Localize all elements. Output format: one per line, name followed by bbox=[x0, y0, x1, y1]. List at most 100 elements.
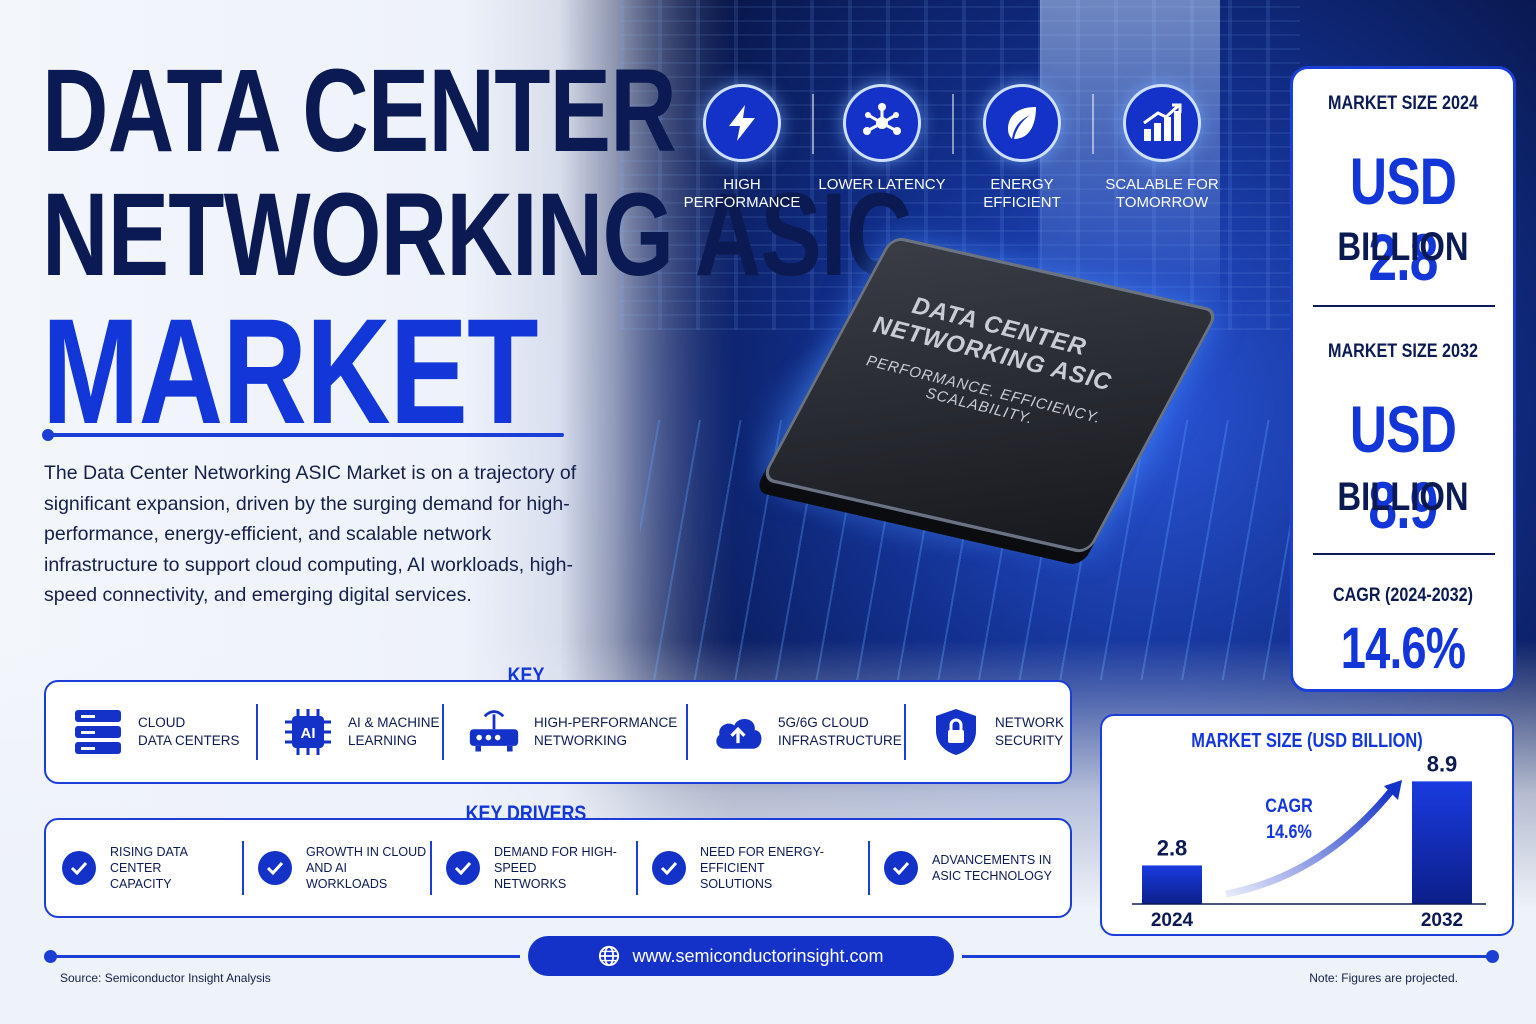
driver-label-line-1: NEED FOR ENERGY-EFFICIENT bbox=[700, 845, 824, 875]
growth-chart-icon bbox=[1123, 84, 1201, 162]
driver-label-line-1: GROWTH IN CLOUD bbox=[306, 845, 427, 859]
checkmark-icon bbox=[446, 851, 480, 885]
asic-chip-illustration: DATA CENTER NETWORKING ASIC PERFORMANCE.… bbox=[700, 235, 1220, 590]
website-link[interactable]: www.semiconductorinsight.com bbox=[528, 936, 954, 976]
website-url: www.semiconductorinsight.com bbox=[632, 945, 884, 966]
chart-annotation-line-1: CAGR bbox=[1265, 795, 1313, 817]
leaf-icon bbox=[983, 84, 1061, 162]
key-applications-box: CLOUD DATA CENTERS AI AI & MACHINE LEARNIN… bbox=[44, 680, 1072, 784]
application-label-line-2: DATA CENTERS bbox=[138, 733, 240, 748]
cagr-value: 14.6% bbox=[1340, 616, 1466, 681]
checkmark-icon bbox=[62, 851, 96, 885]
feature-scalable: SCALABLE FOR TOMORROW bbox=[1092, 84, 1232, 214]
application-label: NETWORK SECURITY bbox=[995, 714, 1064, 750]
cagr-label: CAGR (2024-2032) bbox=[1332, 585, 1474, 606]
driver-label: ADVANCEMENTS IN ASIC TECHNOLOGY bbox=[932, 852, 1052, 884]
market-size-2032-unit: BILLION bbox=[1337, 475, 1469, 519]
title-line-2: NETWORKING ASIC bbox=[42, 169, 912, 301]
application-label-line-1: CLOUD bbox=[138, 715, 186, 730]
market-size-2024-value: USD 2.8 bbox=[1349, 144, 1457, 294]
page-title: DATA CENTER NETWORKING ASIC MARKET bbox=[42, 45, 912, 455]
driver-label-line-2: SOLUTIONS bbox=[700, 877, 773, 891]
chart-annotation-line-2: 14.6% bbox=[1266, 821, 1312, 843]
feature-row: HIGH PERFORMANCE LOWER LATENCY ENERGY EF… bbox=[672, 84, 1232, 214]
chart-bar-2032 bbox=[1412, 781, 1472, 904]
ai-chip-icon: AI bbox=[282, 706, 334, 758]
application-label: AI & MACHINE LEARNING bbox=[348, 714, 440, 750]
driver-item: GROWTH IN CLOUD AND AI WORKLOADS bbox=[242, 837, 430, 899]
driver-label: GROWTH IN CLOUD AND AI WORKLOADS bbox=[306, 844, 430, 892]
cloud-upload-icon bbox=[712, 706, 764, 758]
svg-text:AI: AI bbox=[301, 725, 316, 742]
source-note: Source: Semiconductor Insight Analysis bbox=[60, 971, 271, 985]
server-stack-icon bbox=[72, 706, 124, 758]
feature-energy-efficient: ENERGY EFFICIENT bbox=[952, 84, 1092, 214]
driver-label-line-2: NETWORKS bbox=[494, 877, 567, 891]
chart-canvas: CAGR 14.6% 2.8 2024 8.9 2032 bbox=[1132, 751, 1486, 931]
application-label: 5G/6G CLOUD INFRASTRUCTURE bbox=[778, 714, 902, 750]
stats-divider bbox=[1313, 553, 1495, 555]
footer-dot bbox=[1486, 950, 1499, 963]
driver-label-line-1: ADVANCEMENTS IN bbox=[932, 853, 1052, 867]
shield-lock-icon bbox=[930, 706, 981, 758]
application-item: CLOUD DATA CENTERS bbox=[46, 694, 256, 770]
driver-item: NEED FOR ENERGY-EFFICIENT SOLUTIONS bbox=[636, 837, 868, 899]
footer-line bbox=[962, 955, 1492, 958]
network-nodes-icon bbox=[843, 84, 921, 162]
driver-item: ADVANCEMENTS IN ASIC TECHNOLOGY bbox=[868, 837, 1064, 899]
feature-label: SCALABLE FOR TOMORROW bbox=[1105, 176, 1219, 211]
market-size-2024-unit: BILLION bbox=[1337, 225, 1469, 269]
checkmark-icon bbox=[258, 851, 292, 885]
application-label-line-2: LEARNING bbox=[348, 733, 418, 748]
driver-item: DEMAND FOR HIGH-SPEED NETWORKS bbox=[430, 837, 636, 899]
lightning-icon bbox=[703, 84, 781, 162]
application-label-line-1: 5G/6G CLOUD bbox=[778, 715, 869, 730]
chart-value-label: 2.8 bbox=[1157, 835, 1188, 860]
driver-label-line-1: DEMAND FOR HIGH-SPEED bbox=[494, 845, 617, 875]
chart-bar-2024 bbox=[1142, 865, 1202, 904]
title-line-1: DATA CENTER bbox=[42, 45, 677, 177]
driver-label-line-1: RISING DATA CENTER bbox=[110, 845, 188, 875]
driver-label: RISING DATA CENTER CAPACITY bbox=[110, 844, 242, 892]
application-label-line-2: NETWORKING bbox=[534, 733, 627, 748]
driver-label-line-2: ASIC TECHNOLOGY bbox=[932, 869, 1052, 883]
growth-arrow bbox=[1225, 787, 1395, 898]
application-label-line-1: AI & MACHINE bbox=[348, 715, 440, 730]
stats-divider bbox=[1313, 305, 1495, 307]
application-label: CLOUD DATA CENTERS bbox=[138, 714, 240, 750]
application-label-line-2: SECURITY bbox=[995, 733, 1064, 748]
growth-arrowhead bbox=[1384, 780, 1402, 800]
feature-label: ENERGY EFFICIENT bbox=[983, 176, 1061, 211]
title-divider bbox=[42, 429, 564, 441]
application-item: AI AI & MACHINE LEARNING bbox=[256, 694, 442, 770]
globe-icon bbox=[599, 945, 620, 967]
chart-title: MARKET SIZE (USD BILLION) bbox=[1191, 730, 1423, 752]
title-line-3: MARKET bbox=[42, 287, 539, 455]
feature-lower-latency: LOWER LATENCY bbox=[812, 84, 952, 214]
market-size-2032-label: MARKET SIZE 2032 bbox=[1328, 341, 1478, 362]
feature-label: LOWER LATENCY bbox=[818, 176, 946, 193]
driver-label: NEED FOR ENERGY-EFFICIENT SOLUTIONS bbox=[700, 844, 868, 892]
application-item: 5G/6G CLOUD INFRASTRUCTURE bbox=[686, 694, 904, 770]
driver-item: RISING DATA CENTER CAPACITY bbox=[46, 837, 242, 899]
driver-label: DEMAND FOR HIGH-SPEED NETWORKS bbox=[494, 844, 636, 892]
application-label-line-1: NETWORK bbox=[995, 715, 1064, 730]
feature-high-performance: HIGH PERFORMANCE bbox=[672, 84, 812, 214]
router-icon bbox=[468, 706, 520, 758]
checkmark-icon bbox=[884, 851, 918, 885]
chart-category-label: 2032 bbox=[1421, 910, 1463, 931]
feature-label: HIGH PERFORMANCE bbox=[683, 176, 801, 211]
key-drivers-box: RISING DATA CENTER CAPACITY GROWTH IN CLO… bbox=[44, 818, 1072, 918]
market-size-2024-label: MARKET SIZE 2024 bbox=[1328, 93, 1478, 114]
chart-category-label: 2024 bbox=[1151, 910, 1194, 931]
chart-value-label: 8.9 bbox=[1427, 751, 1458, 776]
application-item: NETWORK SECURITY bbox=[904, 694, 1064, 770]
intro-paragraph: The Data Center Networking ASIC Market i… bbox=[44, 462, 577, 606]
application-label-line-2: INFRASTRUCTURE bbox=[778, 733, 902, 748]
market-stats-panel: MARKET SIZE 2024 USD 2.8 BILLION MARKET … bbox=[1290, 66, 1516, 692]
driver-label-line-2: CAPACITY bbox=[110, 877, 172, 891]
driver-label-line-2: AND AI WORKLOADS bbox=[306, 861, 388, 891]
footer-line bbox=[50, 955, 520, 958]
